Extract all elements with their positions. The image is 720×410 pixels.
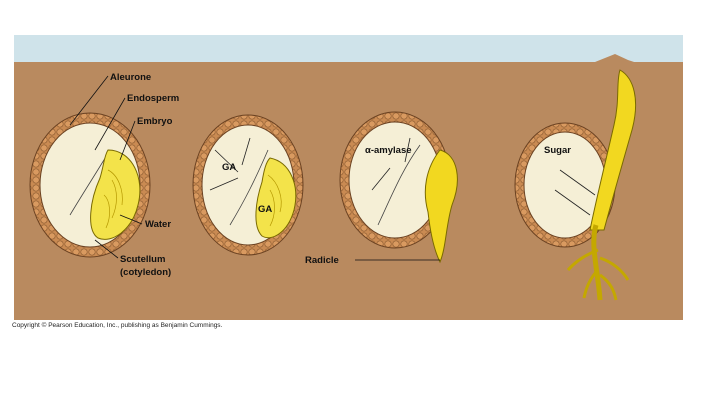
- label-radicle: Radicle: [305, 255, 339, 266]
- label-ga-2: GA: [258, 204, 272, 215]
- seed-stage-2: [193, 115, 303, 255]
- seed-stage-1: [30, 113, 150, 257]
- label-endosperm: Endosperm: [127, 93, 179, 104]
- label-cotyledon: (cotyledon): [120, 267, 171, 278]
- label-alpha-amylase: α-amylase: [365, 145, 412, 156]
- copyright-notice: Copyright © Pearson Education, Inc., pub…: [12, 322, 222, 329]
- sky-band: [14, 35, 683, 63]
- label-scutellum: Scutellum: [120, 254, 165, 265]
- label-water: Water: [145, 219, 171, 230]
- label-ga-1: GA: [222, 162, 236, 173]
- label-embryo: Embryo: [137, 116, 173, 127]
- label-aleurone: Aleurone: [110, 72, 151, 83]
- label-sugar: Sugar: [544, 145, 571, 156]
